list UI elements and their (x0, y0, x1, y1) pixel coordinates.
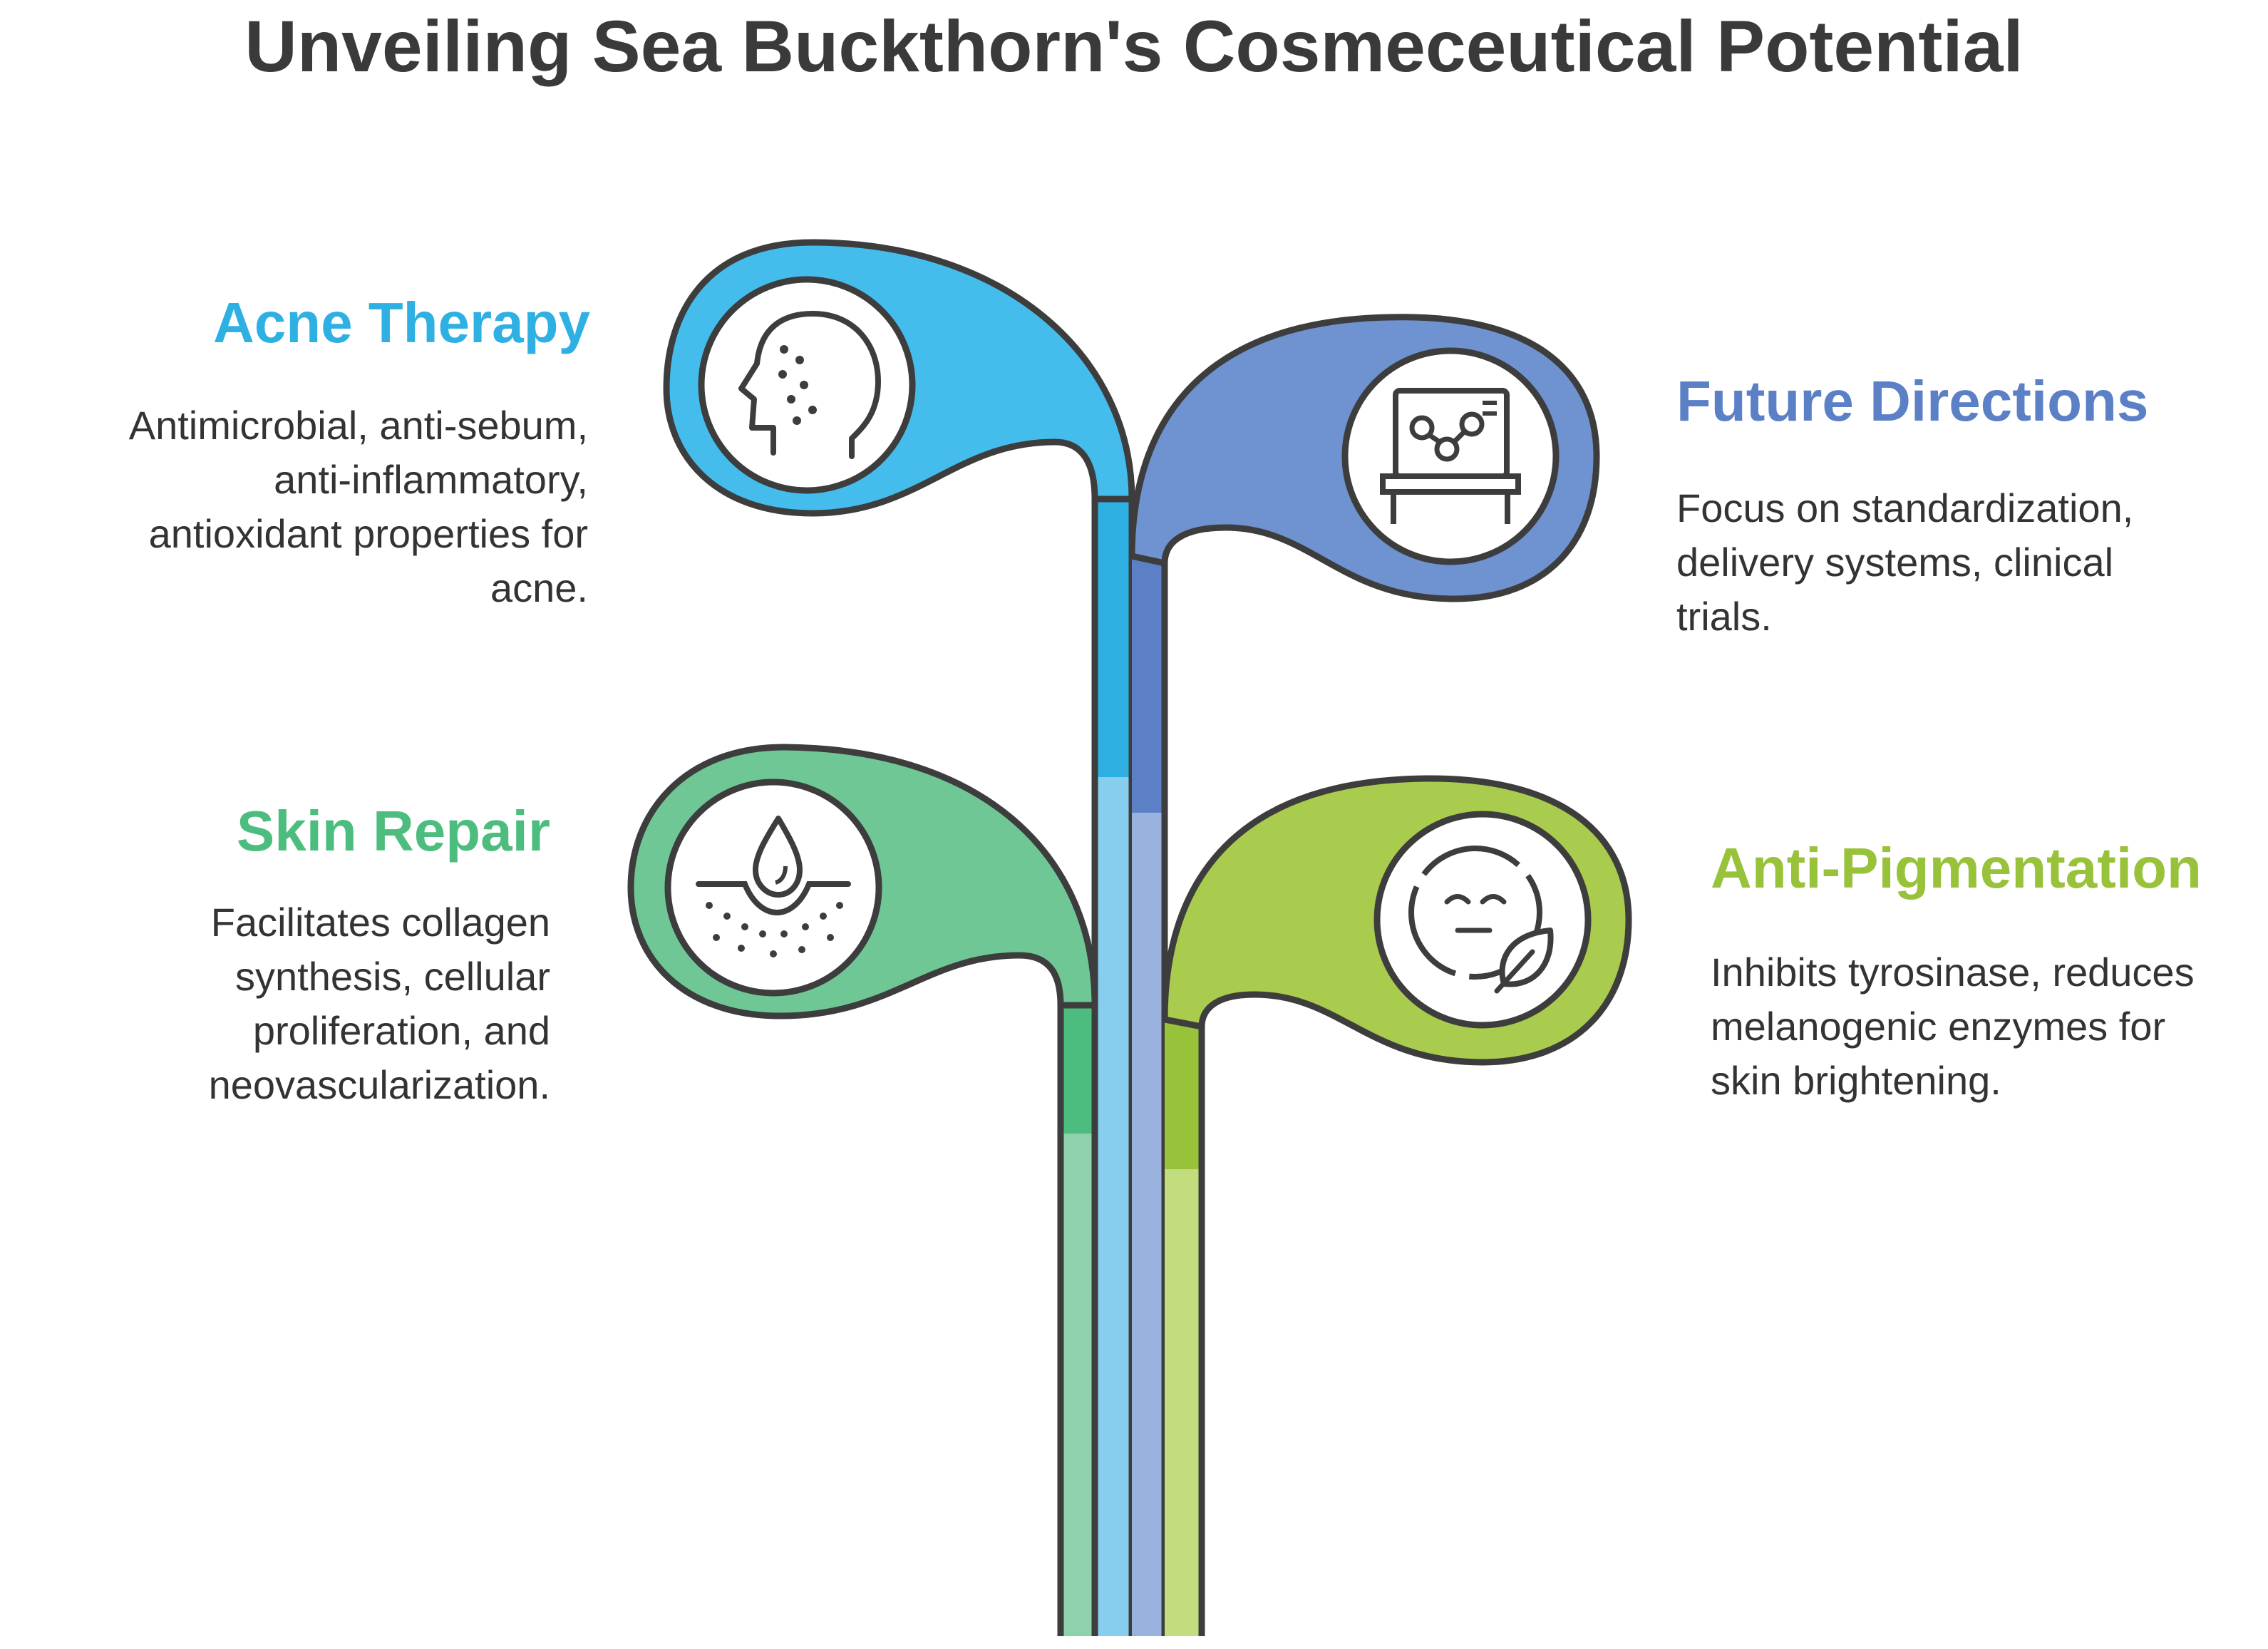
research-presentation-icon (1341, 347, 1560, 565)
stem-skin-repair (1057, 995, 1095, 1636)
heading-acne-therapy: Acne Therapy (212, 291, 590, 354)
diagram-title: Unveiling Sea Buckthorn's Cosmeceutical … (244, 6, 2024, 87)
stem-acne-therapy (1091, 485, 1135, 1636)
heading-future-directions: Future Directions (1676, 369, 2149, 433)
stem-anti-pigmentation (1165, 1012, 1205, 1636)
branch-acne-therapy: Acne Therapy Antimicrobial, anti-sebum, … (46, 289, 590, 615)
desc-anti-pigmentation: Inhibits tyrosinase, reduces melanogenic… (1711, 950, 2195, 1103)
face-leaf-icon (1373, 811, 1592, 1029)
heading-skin-repair: Skin Repair (236, 799, 550, 863)
branch-anti-pigmentation: Anti-Pigmentation Inhibits tyrosinase, r… (1711, 834, 2267, 1108)
desc-acne-therapy: Antimicrobial, anti-sebum, anti-inflamma… (128, 403, 588, 610)
desc-future-directions: Focus on standardization, delivery syste… (1676, 486, 2134, 639)
heading-anti-pigmentation: Anti-Pigmentation (1711, 836, 2202, 900)
stem-future-directions (1132, 542, 1168, 1636)
branch-skin-repair: Skin Repair Facilitates collagen synthes… (37, 797, 550, 1112)
branch-future-directions: Future Directions Focus on standardizati… (1676, 367, 2247, 644)
desc-skin-repair: Facilitates collagen synthesis, cellular… (208, 900, 550, 1107)
face-acne-icon (698, 276, 916, 494)
skin-layer-droplet-icon (664, 779, 882, 997)
